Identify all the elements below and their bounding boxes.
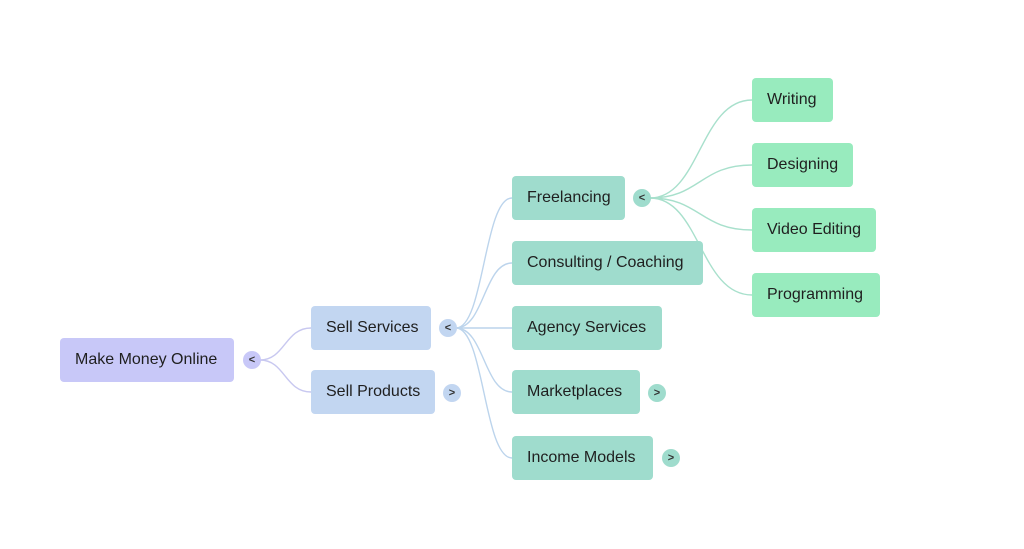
node-programming[interactable]: Programming [752,273,880,317]
node-label: Programming [767,286,864,303]
node-designing[interactable]: Designing [752,143,853,187]
node-label: Consulting / Coaching [527,254,684,271]
node-writing[interactable]: Writing [752,78,833,122]
node-label: Video Editing [767,221,861,238]
collapse-toggle-freelancing[interactable]: < [633,189,651,207]
link-freelancing-video-editing [649,197,753,231]
node-label: Agency Services [527,319,647,336]
node-label: Freelancing [527,189,611,206]
node-sell-products[interactable]: Sell Products [311,370,435,414]
node-label: Designing [767,156,839,173]
node-label: Marketplaces [527,383,623,400]
node-agency-services[interactable]: Agency Services [512,306,662,350]
node-label: Make Money Online [75,351,218,368]
expand-toggle-marketplaces[interactable]: > [648,384,666,402]
link-services-freelancing [455,197,513,329]
node-label: Sell Services [326,319,419,336]
collapse-toggle-sell-services[interactable]: < [439,319,457,337]
expand-toggle-income-models[interactable]: > [662,449,680,467]
node-label: Income Models [527,449,636,466]
link-root-sell-services [259,327,312,361]
node-income-models[interactable]: Income Models [512,436,653,480]
node-video-editing[interactable]: Video Editing [752,208,876,252]
node-make-money-online[interactable]: Make Money Online [60,338,234,382]
node-label: Sell Products [326,383,421,400]
node-consulting-coaching[interactable]: Consulting / Coaching [512,241,703,285]
node-marketplaces[interactable]: Marketplaces [512,370,640,414]
node-freelancing[interactable]: Freelancing [512,176,625,220]
link-root-sell-products [259,359,312,393]
link-services-marketplaces [455,327,513,393]
collapse-toggle-root[interactable]: < [243,351,261,369]
node-label: Writing [767,91,817,108]
link-services-consulting [455,262,513,329]
link-freelancing-writing [649,99,753,199]
node-sell-services[interactable]: Sell Services [311,306,431,350]
expand-toggle-sell-products[interactable]: > [443,384,461,402]
link-services-income-models [455,327,513,459]
link-freelancing-designing [649,164,753,199]
